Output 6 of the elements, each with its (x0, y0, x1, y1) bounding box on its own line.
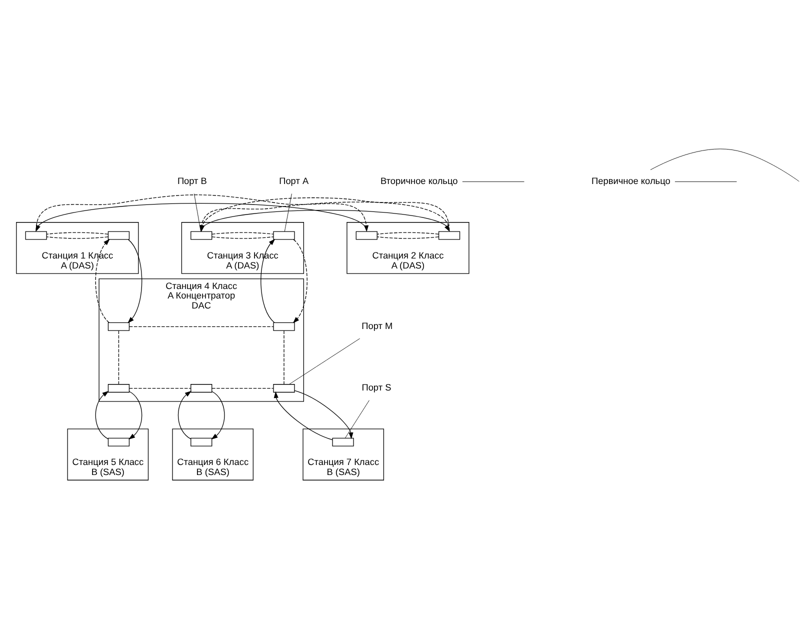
node-text: Вторичное кольцо (380, 176, 458, 186)
node-text: Порт M (362, 320, 393, 331)
node-text: Первичное кольцо (592, 176, 670, 186)
node-text: Порт A (279, 176, 309, 186)
node-text: Порт B (177, 176, 207, 186)
node-text: Порт S (362, 382, 392, 392)
